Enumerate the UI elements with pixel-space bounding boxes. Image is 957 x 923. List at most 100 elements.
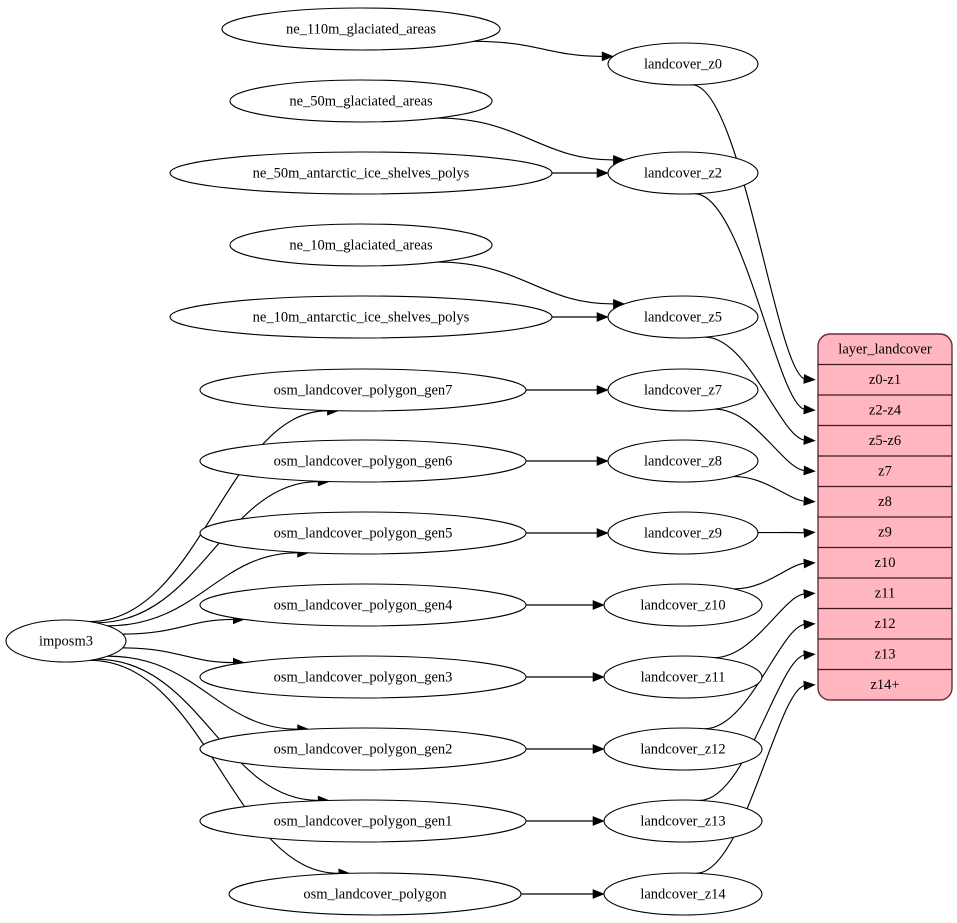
node-label-landcover_z2: landcover_z2 [644,165,722,181]
node-shape-osm_landcover_polygon_gen4 [199,583,527,627]
node-label-osm_landcover_polygon_gen6: osm_landcover_polygon_gen6 [274,453,453,469]
node-label-osm_landcover_polygon_gen7: osm_landcover_polygon_gen7 [274,382,453,398]
edge-arrowhead [596,456,609,466]
node-label-landcover_z12: landcover_z12 [640,741,725,757]
edge-landcover_z5-to-record-z5-z6 [704,336,807,441]
record-row-label-z13[interactable]: z13 [875,647,896,663]
node-shape-landcover_z7 [607,368,759,412]
edge-arrowhead [596,385,609,395]
node-shape-osm_landcover_polygon_gen6 [199,439,527,483]
record-row-label-z5-z6[interactable]: z5-z6 [869,433,901,449]
edge-arrowhead [596,168,609,178]
edge-landcover_z2-to-record-z2-z4 [694,193,807,411]
record-node-layer: layer_landcover z0-z1 z2-z4 z5-z6 z7 z8 z9 z10 z… [817,333,953,701]
record-node-layer_landcover[interactable]: layer_landcover z0-z1 z2-z4 z5-z6 z7 z8 z9 z10 z… [817,333,953,701]
edge-arrowhead [592,889,605,899]
record-row-label-z11[interactable]: z11 [875,586,895,602]
node-ne_110m_glaciated_areas[interactable]: ne_110m_glaciated_areas [221,7,501,51]
record-row-label-z7[interactable]: z7 [878,464,892,480]
node-label-landcover_z7: landcover_z7 [644,382,722,398]
edge-landcover_z10-to-record-z10 [733,562,807,590]
node-shape-landcover_z10 [603,583,763,627]
node-label-osm_landcover_polygon_gen5: osm_landcover_polygon_gen5 [274,525,453,541]
edge-arrowhead [803,496,816,506]
node-osm_landcover_polygon_gen3[interactable]: osm_landcover_polygon_gen3 [199,655,527,699]
node-osm_landcover_polygon_gen4[interactable]: osm_landcover_polygon_gen4 [199,583,527,627]
node-label-osm_landcover_polygon_gen4: osm_landcover_polygon_gen4 [274,597,454,613]
node-label-landcover_z10: landcover_z10 [640,597,725,613]
edge-ne_110m_glaciated_areas-to-landcover_z0 [473,40,603,57]
node-shape-landcover_z8 [607,439,759,483]
node-shape-landcover_z9 [607,511,759,555]
node-landcover_z9[interactable]: landcover_z9 [607,511,759,555]
edge-imposm3-to-osm_landcover_polygon_gen4 [122,618,234,635]
node-label-ne_50m_glaciated_areas: ne_50m_glaciated_areas [289,93,433,109]
node-shape-landcover_z11 [603,655,763,699]
node-ne_50m_antarctic_ice_shelves_polys[interactable]: ne_50m_antarctic_ice_shelves_polys [169,151,553,195]
node-shape-landcover_z14 [603,872,763,916]
edge-landcover_z7-to-record-z7 [714,408,807,472]
edge-ne_50m_glaciated_areas-to-landcover_z2 [437,117,614,161]
node-shape-ne_110m_glaciated_areas [221,7,501,51]
edge-ne_10m_glaciated_areas-to-landcover_z5 [437,261,614,305]
record-row-label-z9[interactable]: z9 [878,525,892,541]
node-landcover_z8[interactable]: landcover_z8 [607,439,759,483]
record-row-label-z12[interactable]: z12 [875,616,896,632]
record-row-label-z14+[interactable]: z14+ [870,677,899,693]
node-shape-landcover_z2 [607,151,759,195]
edge-imposm3-to-osm_landcover_polygon_gen6 [96,480,319,624]
node-shape-imposm3 [5,619,127,663]
edge-imposm3-to-osm_landcover_polygon_gen5 [107,552,298,627]
node-ne_50m_glaciated_areas[interactable]: ne_50m_glaciated_areas [229,79,493,123]
node-label-imposm3: imposm3 [39,633,93,649]
record-row-label-z0-z1[interactable]: z0-z1 [869,372,901,388]
node-landcover_z7[interactable]: landcover_z7 [607,368,759,412]
node-osm_landcover_polygon[interactable]: osm_landcover_polygon [228,872,522,916]
node-osm_landcover_polygon_gen1[interactable]: osm_landcover_polygon_gen1 [199,799,527,843]
edge-arrowhead [803,680,816,691]
edge-arrowhead [596,312,609,322]
node-landcover_z11[interactable]: landcover_z11 [603,655,763,699]
node-shape-ne_50m_glaciated_areas [229,79,493,123]
edge-arrowhead [803,528,816,538]
edge-arrowhead [803,374,816,384]
node-shape-ne_50m_antarctic_ice_shelves_polys [169,151,553,195]
node-shape-osm_landcover_polygon [228,872,522,916]
edge-arrowhead [592,672,605,682]
edge-arrowhead [592,816,605,826]
edge-arrowhead [803,558,816,569]
edge-imposm3-to-osm_landcover_polygon_gen2 [107,655,298,730]
node-landcover_z14[interactable]: landcover_z14 [603,872,763,916]
node-osm_landcover_polygon_gen5[interactable]: osm_landcover_polygon_gen5 [199,511,527,555]
node-landcover_z12[interactable]: landcover_z12 [603,727,763,771]
node-label-ne_10m_antarctic_ice_shelves_polys: ne_10m_antarctic_ice_shelves_polys [253,309,470,325]
edge-imposm3-to-osm_landcover_polygon_gen1 [96,658,319,802]
edge-imposm3-to-osm_landcover_polygon_gen3 [122,647,234,664]
node-landcover_z2[interactable]: landcover_z2 [607,151,759,195]
record-row-label-z10[interactable]: z10 [875,555,896,571]
node-osm_landcover_polygon_gen6[interactable]: osm_landcover_polygon_gen6 [199,439,527,483]
edge-arrowhead [803,619,816,630]
record-header-label: layer_landcover [838,342,932,358]
node-osm_landcover_polygon_gen7[interactable]: osm_landcover_polygon_gen7 [199,368,527,412]
node-shape-osm_landcover_polygon_gen1 [199,799,527,843]
node-landcover_z10[interactable]: landcover_z10 [603,583,763,627]
node-landcover_z13[interactable]: landcover_z13 [603,799,763,843]
node-shape-ne_10m_antarctic_ice_shelves_polys [169,295,553,339]
node-shape-osm_landcover_polygon_gen3 [199,655,527,699]
node-landcover_z0[interactable]: landcover_z0 [607,42,759,86]
node-landcover_z5[interactable]: landcover_z5 [607,295,759,339]
node-label-landcover_z13: landcover_z13 [640,813,725,829]
node-ne_10m_antarctic_ice_shelves_polys[interactable]: ne_10m_antarctic_ice_shelves_polys [169,295,553,339]
node-osm_landcover_polygon_gen2[interactable]: osm_landcover_polygon_gen2 [199,727,527,771]
node-shape-ne_10m_glaciated_areas [229,223,493,267]
node-shape-landcover_z13 [603,799,763,843]
record-row-label-z8[interactable]: z8 [878,494,892,510]
node-imposm3[interactable]: imposm3 [5,619,127,663]
node-label-landcover_z5: landcover_z5 [644,309,722,325]
record-row-label-z2-z4[interactable]: z2-z4 [869,403,902,419]
node-ne_10m_glaciated_areas[interactable]: ne_10m_glaciated_areas [229,223,493,267]
node-label-landcover_z11: landcover_z11 [641,669,726,685]
edge-arrowhead [592,744,605,754]
node-label-ne_110m_glaciated_areas: ne_110m_glaciated_areas [286,21,436,37]
